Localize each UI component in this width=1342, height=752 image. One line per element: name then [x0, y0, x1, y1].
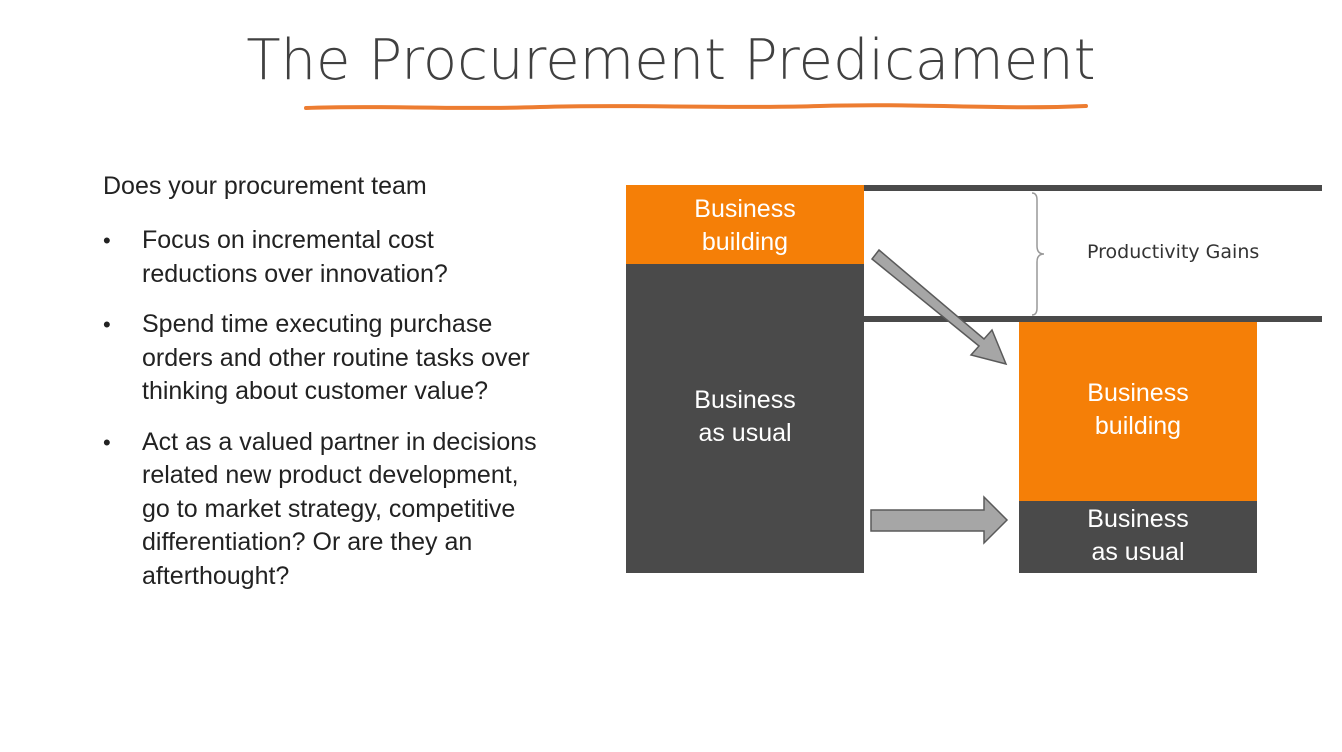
left-usual-label: Business as usual	[694, 386, 796, 447]
top-reference-line	[864, 185, 1322, 191]
intro-text: Does your procurement team	[103, 172, 427, 200]
productivity-gains-label: Productivity Gains	[1087, 241, 1260, 263]
bullet-marker: •	[103, 312, 111, 337]
productivity-gains-brace	[1031, 192, 1045, 316]
bullet-marker: •	[103, 228, 111, 253]
bullet-text: Act as a valued partner in decisions rel…	[142, 427, 537, 590]
bullet-list: • Focus on incremental cost reductions o…	[103, 224, 543, 610]
right-business-as-usual-box	[1019, 501, 1257, 573]
title-underline	[304, 103, 1088, 110]
right-usual-label: Business as usual	[1087, 505, 1189, 566]
right-building-label: Business building	[1087, 379, 1189, 440]
bottom-reference-line	[864, 316, 1322, 322]
bullet-text: Focus on incremental cost reductions ove…	[142, 226, 448, 288]
diagonal-arrow-icon	[870, 248, 1008, 366]
left-business-as-usual-box	[626, 264, 864, 573]
left-business-building-box	[626, 185, 864, 264]
bullet-text: Spend time executing purchase orders and…	[142, 310, 530, 405]
bullet-item: • Act as a valued partner in decisions r…	[103, 426, 543, 594]
horizontal-arrow-icon	[870, 495, 1009, 545]
bullet-marker: •	[103, 429, 111, 455]
right-business-building-box	[1019, 322, 1257, 501]
left-building-label: Business building	[694, 195, 796, 256]
slide-title: The Procurement Predicament	[246, 28, 1096, 93]
bullet-item: • Focus on incremental cost reductions o…	[103, 224, 543, 291]
bullet-item: • Spend time executing purchase orders a…	[103, 308, 543, 409]
